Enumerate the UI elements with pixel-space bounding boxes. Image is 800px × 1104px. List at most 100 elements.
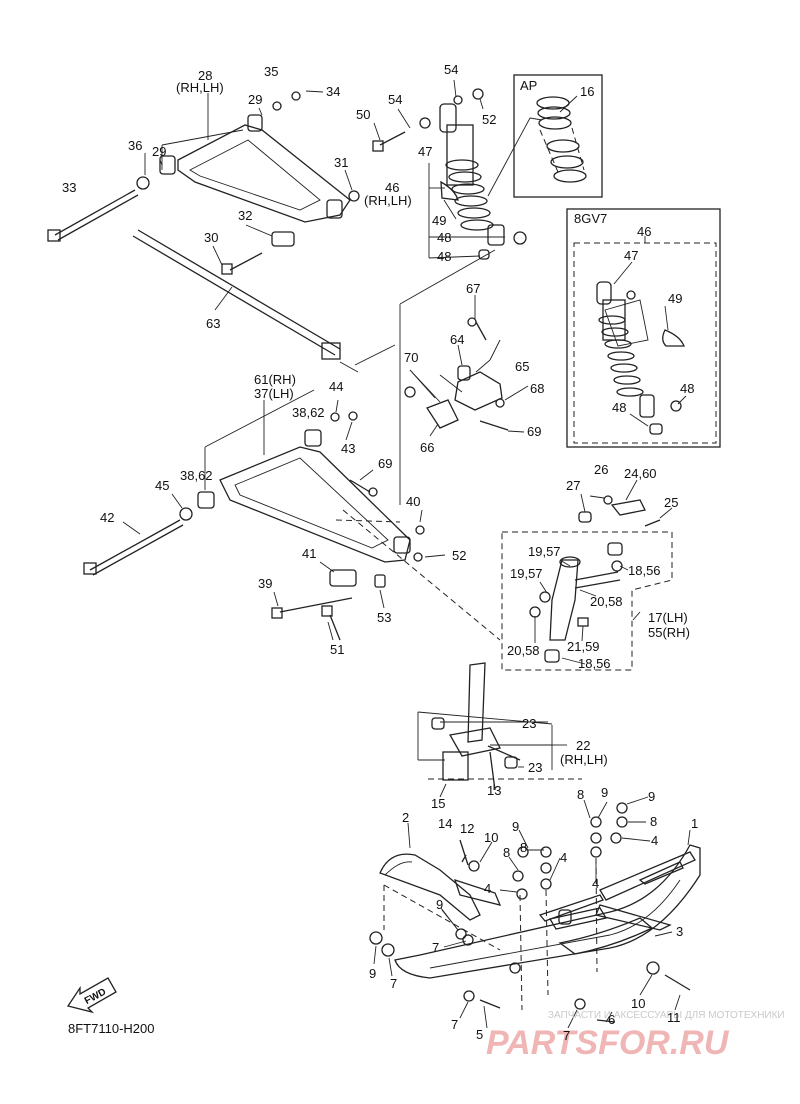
callout-label: (RH,LH) (560, 752, 608, 767)
callout-label: 18,56 (578, 656, 611, 671)
callout-label: 14 (438, 816, 452, 831)
callout-label: 29 (248, 92, 262, 107)
callout-label: 70 (404, 350, 418, 365)
callout-label: 7 (390, 976, 397, 991)
callout-label: 43 (341, 441, 355, 456)
callout-label: 38,62 (180, 468, 213, 483)
callout-label: 26 (594, 462, 608, 477)
callout-label: 9 (436, 897, 443, 912)
callout-label: 63 (206, 316, 220, 331)
callout-label: 38,62 (292, 405, 325, 420)
callout-label: 67 (466, 281, 480, 296)
callout-label: 47 (624, 248, 638, 263)
callout-label: (RH,LH) (364, 193, 412, 208)
callout-label: 4 (484, 881, 491, 896)
callout-label: 65 (515, 359, 529, 374)
callout-label: 49 (432, 213, 446, 228)
spindle-assembly (501, 479, 673, 671)
callout-label: 10 (484, 830, 498, 845)
callout-label: 52 (482, 112, 496, 127)
inset-8gv7-label: 8GV7 (574, 211, 607, 226)
ski-spindle (335, 249, 582, 798)
fwd-arrow: FWD (66, 977, 117, 1014)
callout-label: 48 (437, 249, 451, 264)
callout-label: 8 (577, 787, 584, 802)
callout-label: 31 (334, 155, 348, 170)
callout-label: 34 (326, 84, 340, 99)
callout-label: 17(LH) (648, 610, 688, 625)
inset-ap-label: AP (520, 78, 537, 93)
callout-label: 21,59 (567, 639, 600, 654)
callout-label: 9 (601, 785, 608, 800)
callout-label: 44 (329, 379, 343, 394)
callout-label: 30 (204, 230, 218, 245)
callout-label: 64 (450, 332, 464, 347)
callout-label: 37(LH) (254, 386, 294, 401)
callout-label: 23 (522, 716, 536, 731)
callout-label: 2 (402, 810, 409, 825)
callout-label: 12 (460, 821, 474, 836)
callout-label: 9 (512, 819, 519, 834)
spring-ap (536, 96, 587, 183)
callout-label: 39 (258, 576, 272, 591)
callout-label: 7 (563, 1028, 570, 1043)
callout-label: 36 (128, 138, 142, 153)
callout-label: 19,57 (528, 544, 561, 559)
shock-absorber (372, 79, 543, 260)
callout-label: 69 (527, 424, 541, 439)
callout-label: 61(RH) (254, 372, 296, 387)
callout-label: 46 (385, 180, 399, 195)
callout-label: 33 (62, 180, 76, 195)
ski (369, 796, 701, 1029)
callout-label: 68 (530, 381, 544, 396)
callout-label: 28 (198, 68, 212, 83)
callout-label: 4 (592, 876, 599, 891)
callout-label: 54 (444, 62, 458, 77)
lower-arm-assembly (83, 389, 446, 641)
callout-label: 27 (566, 478, 580, 493)
callout-label: 32 (238, 208, 252, 223)
callout-label: 52 (452, 548, 466, 563)
callout-label: 4 (651, 833, 658, 848)
callout-label: 69 (378, 456, 392, 471)
callout-label: 51 (330, 642, 344, 657)
callout-label: 40 (406, 494, 420, 509)
callout-label: 23 (528, 760, 542, 775)
callout-label: 29 (152, 144, 166, 159)
callout-label: 1 (691, 816, 698, 831)
callout-label: 7 (432, 940, 439, 955)
shock-absorber-8gv7 (596, 281, 685, 435)
callout-label: 5 (476, 1027, 483, 1042)
callout-label: 48 (680, 381, 694, 396)
callout-label: 50 (356, 107, 370, 122)
callout-label: 7 (451, 1017, 458, 1032)
callout-label: 24,60 (624, 466, 657, 481)
callout-label: 55(RH) (648, 625, 690, 640)
callout-label: 35 (264, 64, 278, 79)
figure-code: 8FT7110-H200 (68, 1021, 154, 1036)
callout-label: 47 (418, 144, 432, 159)
callout-labels: 28 (RH,LH) 35 34 29 36 29 31 33 32 30 63… (62, 62, 698, 1043)
callout-label: 8 (520, 840, 527, 855)
callout-label: 6 (608, 1012, 615, 1027)
callout-label: 49 (668, 291, 682, 306)
callout-label: 53 (377, 610, 391, 625)
callout-label: 66 (420, 440, 434, 455)
watermark-line2: PARTSFOR.RU (486, 1024, 730, 1062)
callout-label: 8 (650, 814, 657, 829)
callout-label: 4 (560, 850, 567, 865)
callout-label: 20,58 (507, 643, 540, 658)
callout-label: (RH,LH) (176, 80, 224, 95)
callout-label: 20,58 (590, 594, 623, 609)
callout-label: 11 (667, 1010, 681, 1025)
callout-label: 15 (431, 796, 445, 811)
upper-arm-assembly (47, 90, 360, 360)
callout-label: 22 (576, 738, 590, 753)
watermark-line1: ЗАПЧАСТИ И АКСЕССУАРЫ ДЛЯ МОТОТЕХНИКИ (548, 1010, 785, 1021)
callout-label: 48 (437, 230, 451, 245)
callout-label: 25 (664, 495, 678, 510)
callout-label: 18,56 (628, 563, 661, 578)
inset-8gv7: 8GV7 (566, 208, 721, 448)
